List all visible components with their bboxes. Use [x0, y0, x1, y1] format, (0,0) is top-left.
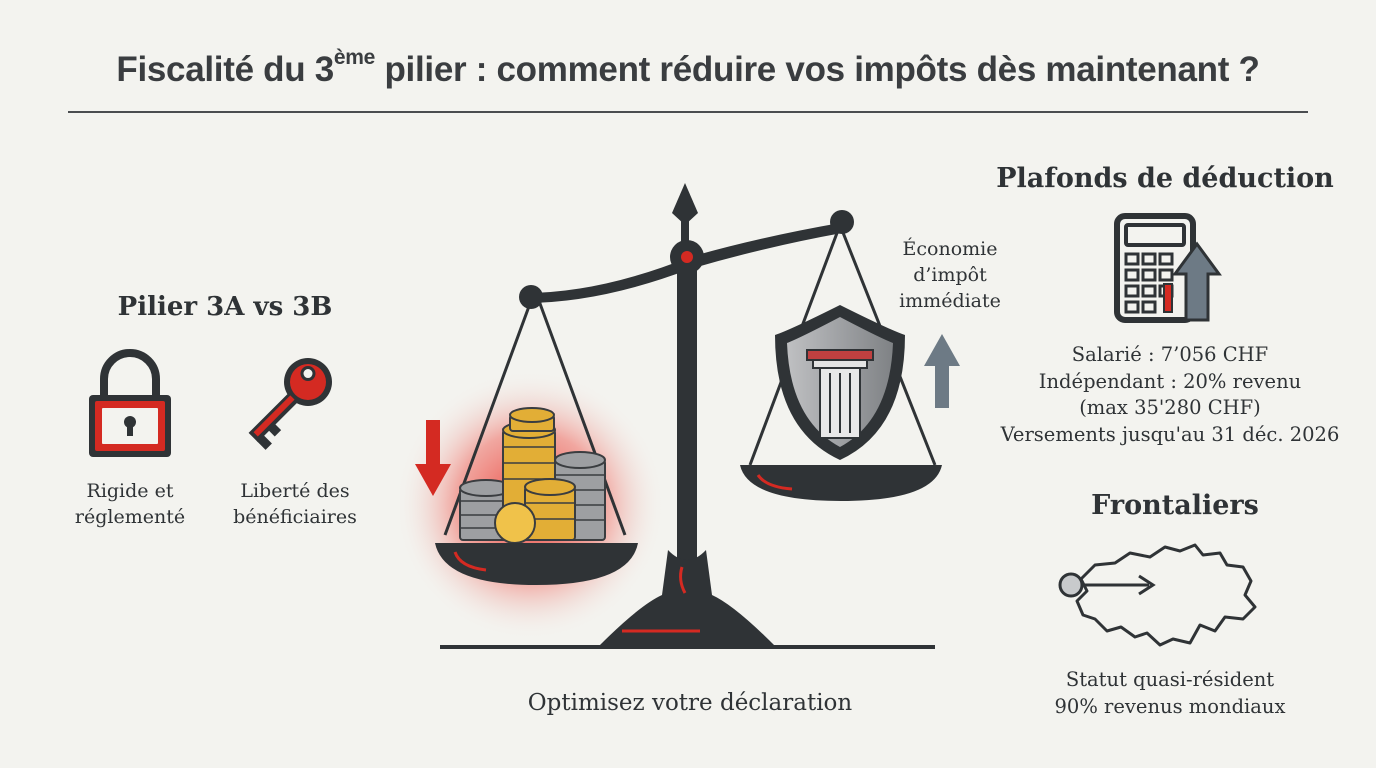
economy-label: Économie d’impôt immédiate [880, 236, 1020, 314]
coins-icon [459, 407, 606, 544]
quasi-resident-status: Statut quasi-résident [1065, 668, 1275, 691]
page-title: Fiscalité du 3ème pilier : comment rédui… [0, 47, 1376, 90]
shield-pillar-icon [775, 305, 905, 460]
key-caption: Liberté des bénéficiaires [220, 478, 370, 530]
title-suffix: pilier : comment réduire vos impôts dès … [375, 50, 1260, 89]
economy-label-line-1: Économie [902, 238, 998, 260]
frontaliers-heading: Frontaliers [1091, 490, 1259, 521]
title-superscript: ème [333, 46, 376, 69]
frontaliers-details: Statut quasi-résident 90% revenus mondia… [1010, 667, 1330, 720]
independent-cap: Indépendant : 20% revenu [1038, 369, 1302, 393]
lock-caption: Rigide et réglementé [60, 478, 200, 530]
arrow-up-icon [924, 334, 960, 408]
deduction-details: Salarié : 7’056 CHF Indépendant : 20% re… [985, 342, 1355, 448]
pillar-heading: Pilier 3A vs 3B [117, 292, 333, 322]
lock-icon [89, 349, 171, 457]
economy-label-line-3: immédiate [899, 290, 1001, 312]
title-divider [68, 111, 1308, 113]
calculator-icon [1114, 213, 1222, 323]
lock-caption-line-1: Rigide et [86, 480, 174, 502]
world-income-share: 90% revenus mondiaux [1054, 694, 1286, 718]
deduction-heading: Plafonds de déduction [996, 163, 1334, 194]
arrow-down-icon [415, 420, 451, 496]
economy-label-line-2: d’impôt [913, 264, 987, 286]
deadline: Versements jusqu'au 31 déc. 2026 [1000, 422, 1340, 446]
center-caption: Optimisez votre déclaration [527, 690, 853, 716]
balance-scale-icon [400, 183, 942, 649]
key-icon [248, 358, 332, 450]
salaried-cap: Salarié : 7’056 CHF [1071, 343, 1269, 366]
independent-max: (max 35'280 CHF) [1079, 396, 1261, 419]
key-caption-line-1: Liberté des [240, 480, 350, 502]
lock-caption-line-2: réglementé [74, 506, 186, 528]
key-caption-line-2: bénéficiaires [233, 506, 357, 528]
switzerland-map-icon [1058, 543, 1257, 647]
title-prefix: Fiscalité du 3 [116, 50, 334, 89]
